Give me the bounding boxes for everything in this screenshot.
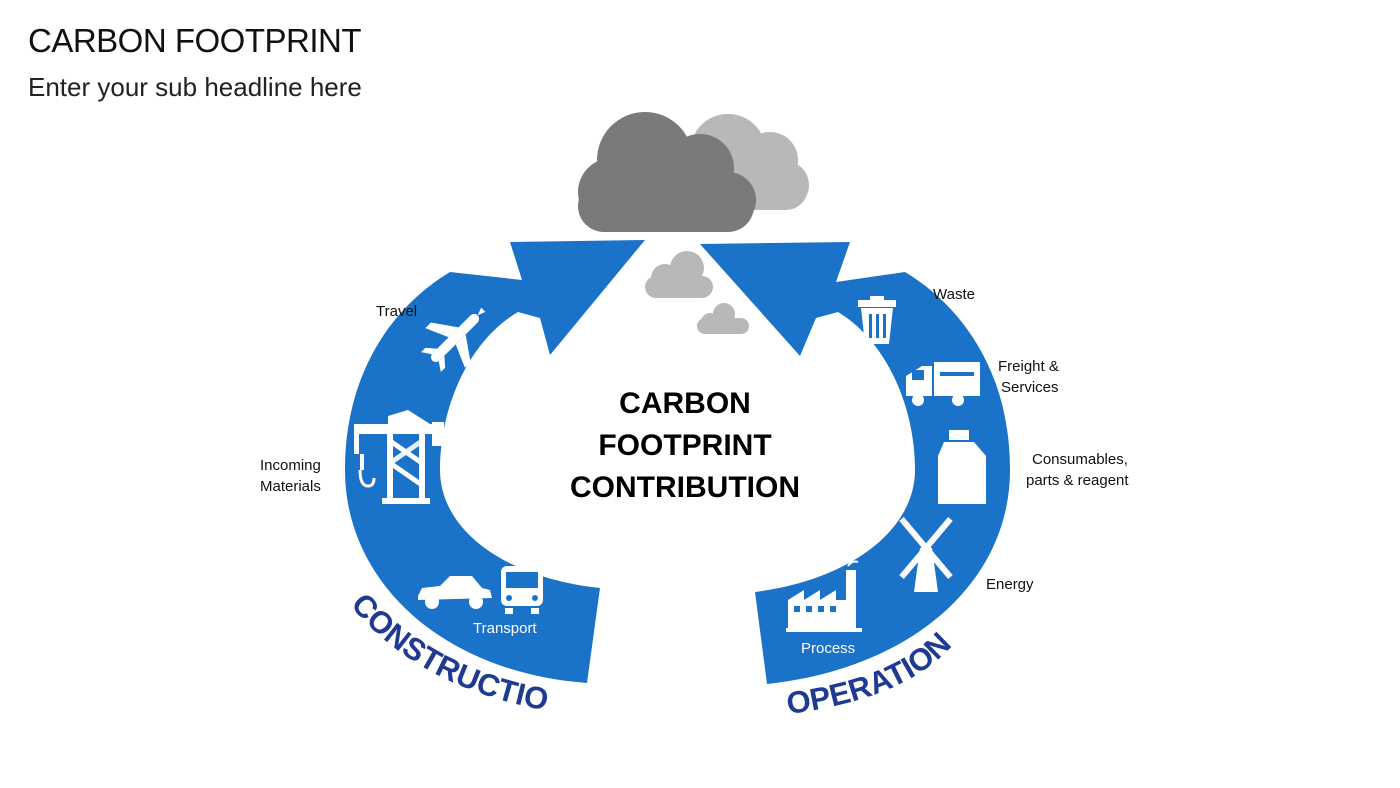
cloud-small-icon [645,251,713,298]
label-freight-line2: Services [1001,379,1059,396]
label-energy: Energy [986,576,1034,593]
airplane-icon [421,307,486,372]
page-title: CARBON FOOTPRINT [28,22,362,59]
windmill-icon [899,516,953,592]
center-title-line1: CARBON [619,387,751,420]
label-consumables-line1: Consumables, [1032,451,1128,468]
truck-icon [906,362,980,406]
factory-icon [786,560,862,632]
construction-arrow [345,240,645,683]
page-subtitle: Enter your sub headline here [28,72,362,102]
label-process: Process [801,640,855,657]
trash-bin-icon [858,296,896,344]
label-travel: Travel [376,303,417,320]
bottle-icon [938,430,986,504]
center-title-line3: CONTRIBUTION [570,471,800,504]
car-icon [418,576,492,609]
label-incoming-line1: Incoming [260,457,321,474]
cloud-dark-icon [578,112,756,232]
label-waste: Waste [933,286,975,303]
label-transport: Transport [473,620,537,637]
bus-icon [501,566,543,614]
crane-icon [354,410,444,504]
center-title-line2: FOOTPRINT [598,429,771,462]
label-consumables-line2: parts & reagent [1026,472,1129,489]
cloud-tiny-icon [697,303,749,334]
label-freight-line1: Freight & [998,358,1059,375]
label-incoming-line2: Materials [260,478,321,495]
